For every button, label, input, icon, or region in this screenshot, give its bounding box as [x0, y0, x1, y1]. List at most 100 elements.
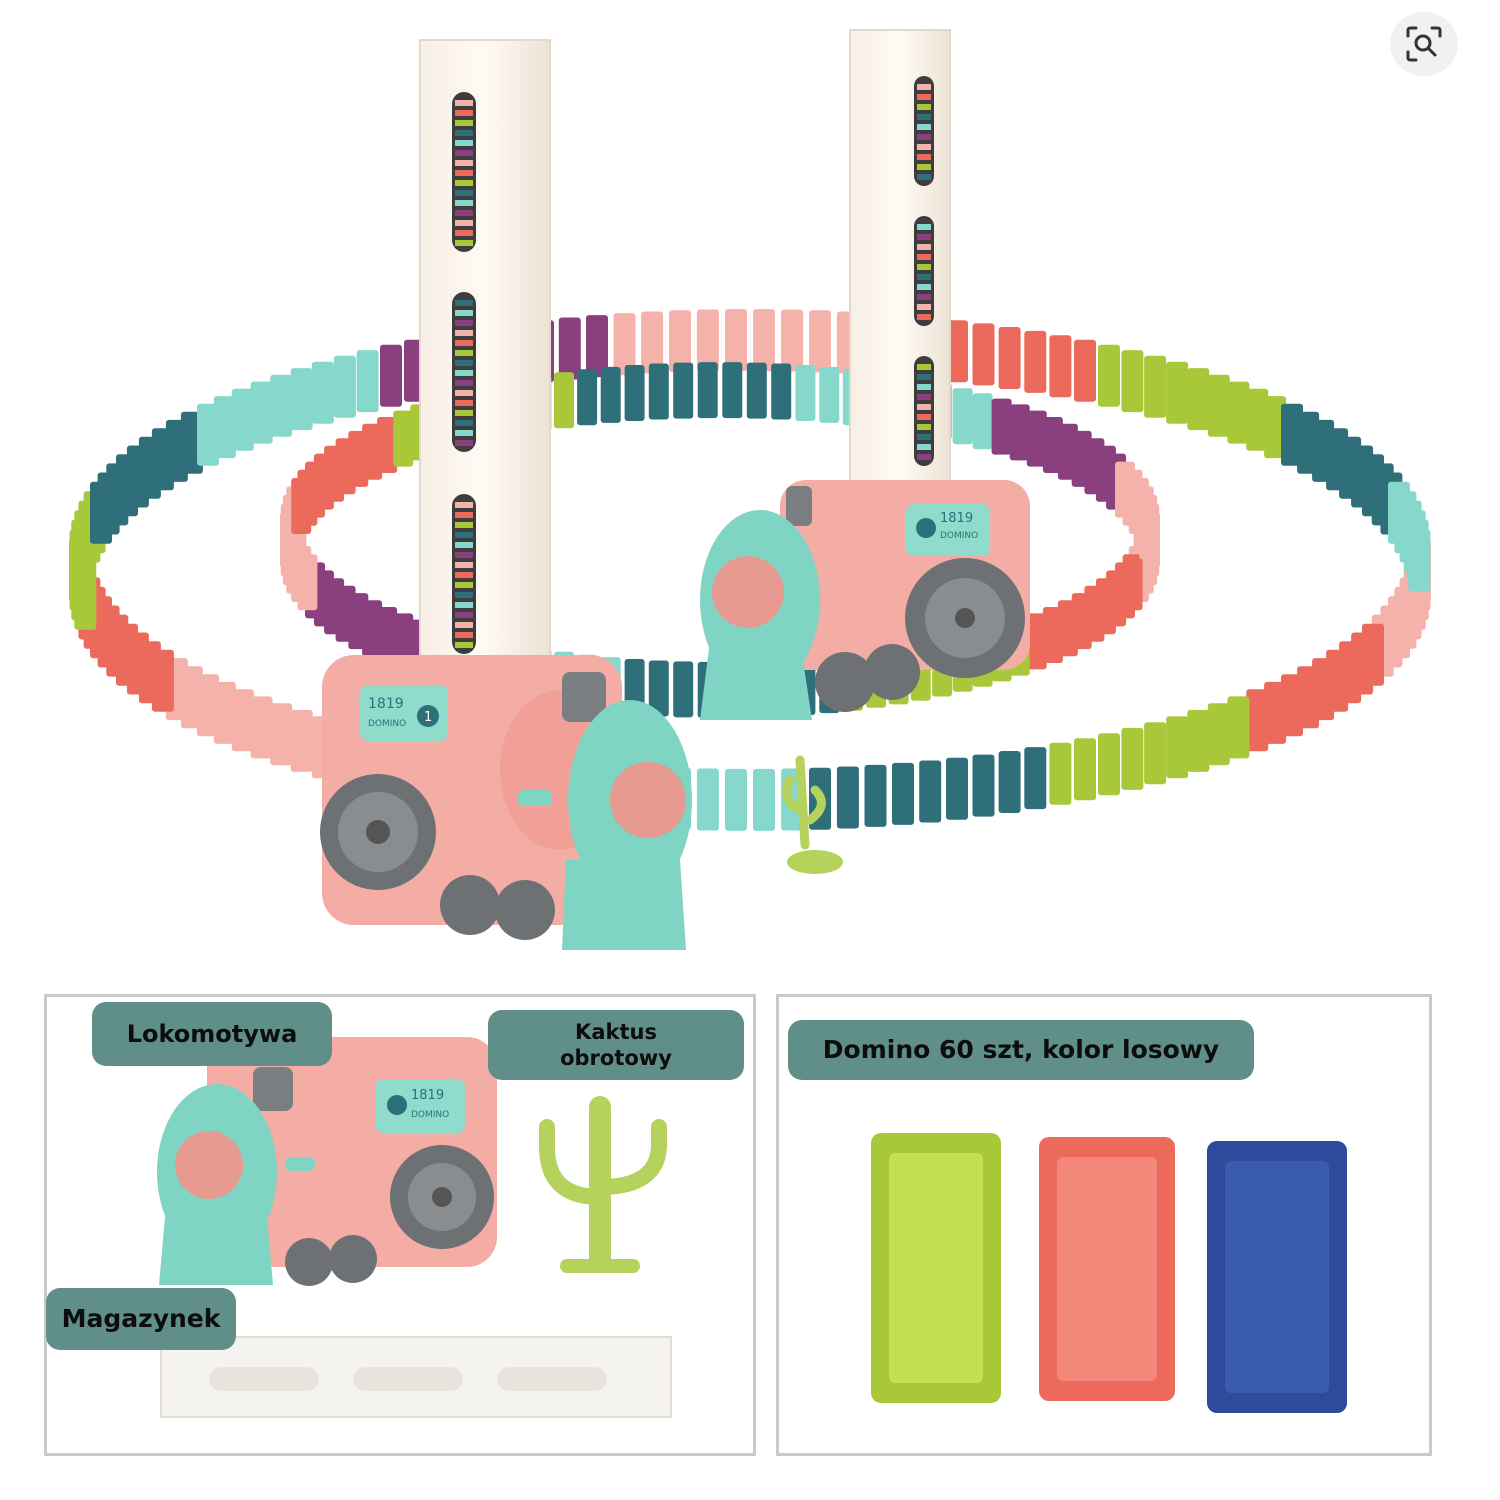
tower-domino-stripe [455, 160, 473, 166]
domino-tile [998, 327, 1021, 389]
tower-domino-stripe [455, 350, 473, 356]
cactus-label-line1: Kaktus [575, 1019, 657, 1044]
domino-tile [1207, 374, 1230, 437]
domino-tile [952, 388, 973, 445]
domino-tile [1098, 733, 1120, 796]
tower-domino-stripe [917, 244, 931, 250]
domino-tile [819, 366, 840, 423]
tower-domino-stripe [917, 174, 931, 180]
domino-tile [558, 317, 581, 380]
tower-domino-stripe [917, 424, 931, 430]
domino-tile [1098, 344, 1120, 407]
tower-domino-stripe [455, 400, 473, 406]
tower-domino-stripe [455, 310, 473, 316]
domino-tile [290, 709, 313, 772]
tower-domino-stripe [455, 602, 473, 608]
domino-tile [1187, 709, 1210, 772]
hero-product-photo: 1819 DOMINO 1819 DOMINO 1 [69, 29, 1431, 950]
domino-tile [697, 362, 718, 419]
tower-domino-stripe [455, 612, 473, 618]
tower-domino-stripe [455, 440, 473, 446]
domino-tile [231, 689, 254, 752]
domino-label: Domino 60 szt, kolor losowy [788, 1020, 1254, 1080]
domino-tile [641, 311, 664, 374]
domino-tile [1264, 396, 1287, 459]
domino-piece-blue [1207, 1141, 1347, 1413]
tower-domino-stripe [917, 144, 931, 150]
domino-tile [1187, 368, 1210, 431]
domino-tile [311, 361, 334, 424]
tower-domino-stripe [455, 340, 473, 346]
tower-domino-stripe [455, 200, 473, 206]
components-illustration: 1819 DOMINO [157, 1037, 672, 1418]
domino-pieces-illustration [871, 1133, 1347, 1413]
domino-tile [722, 362, 743, 419]
tower-domino-stripe [455, 582, 473, 588]
tower-domino-stripe [917, 84, 931, 90]
domino-tile [946, 757, 968, 820]
right-train-badge-number: 1819 [940, 511, 973, 526]
tower-domino-stripe [917, 274, 931, 280]
domino-tile [1121, 350, 1144, 413]
image-search-button[interactable] [1390, 12, 1458, 76]
domino-tile [1049, 742, 1072, 805]
domino-tile [250, 381, 273, 444]
domino-tile [333, 355, 356, 418]
tower-domino-stripe [455, 100, 473, 106]
hero-cactus [782, 755, 843, 874]
domino-tile [380, 344, 402, 407]
domino-tile [753, 768, 775, 831]
domino-tile [1166, 361, 1189, 424]
tower-domino-stripe [455, 572, 473, 578]
right-domino-tower [849, 29, 951, 501]
domino-tile [946, 320, 968, 383]
domino-tile [696, 768, 719, 831]
tower-domino-stripe [917, 264, 931, 270]
domino-tile [586, 315, 608, 378]
domino-tile [1026, 613, 1047, 670]
domino-tile [213, 681, 236, 744]
tower-domino-stripe [917, 284, 931, 290]
tower-domino-stripe [917, 164, 931, 170]
domino-piece-red [1039, 1137, 1175, 1401]
tower-domino-stripe [455, 210, 473, 216]
domino-tile [648, 363, 669, 420]
tower-domino-stripe [455, 190, 473, 196]
tower-domino-stripe [917, 234, 931, 240]
left-train-badge-word: DOMINO [368, 719, 406, 729]
panel-train-badge-word: DOMINO [411, 1110, 449, 1120]
locomotive-illustration: 1819 DOMINO [157, 1037, 497, 1286]
tower-domino-stripe [455, 220, 473, 226]
domino-tile [836, 766, 859, 829]
tower-domino-stripe [917, 394, 931, 400]
cactus-label-line2: obrotowy [560, 1046, 672, 1070]
tower-domino-stripe [917, 434, 931, 440]
tower-domino-stripe [917, 314, 931, 320]
domino-tile [1121, 727, 1144, 790]
tower-domino-stripe [917, 404, 931, 410]
tower-domino-stripe [917, 104, 931, 110]
tower-domino-stripe [455, 320, 473, 326]
domino-tile [213, 396, 236, 459]
tower-domino-stripe [455, 632, 473, 638]
domino-tile [1227, 381, 1250, 444]
cactus-label: Kaktus obrotowy [488, 1010, 744, 1080]
tower-domino-stripe [917, 134, 931, 140]
tower-domino-stripe [455, 140, 473, 146]
tower-domino-stripe [455, 622, 473, 628]
domino-tile [1024, 747, 1047, 810]
domino-tile [1246, 388, 1269, 451]
domino-tile [809, 310, 831, 373]
domino-tile [377, 417, 398, 473]
tower-domino-stripe [917, 304, 931, 310]
domino-tile [648, 660, 669, 717]
domino-tile [624, 365, 645, 421]
tower-domino-stripe [455, 502, 473, 508]
tower-domino-stripe [455, 522, 473, 528]
right-train: 1819 DOMINO [700, 480, 1030, 720]
domino-tile [600, 366, 621, 423]
tower-domino-stripe [455, 380, 473, 386]
domino-tile [1024, 330, 1047, 393]
cactus-illustration [539, 1096, 667, 1273]
tower-domino-stripe [455, 130, 473, 136]
